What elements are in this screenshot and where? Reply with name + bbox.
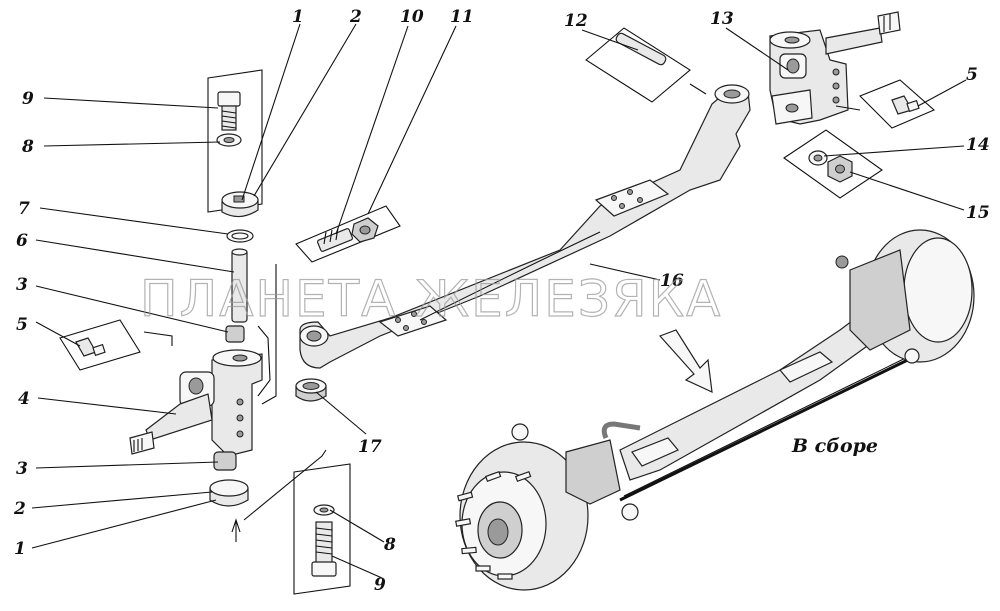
callout-2-top: 2 xyxy=(349,7,362,27)
callout-2-lower: 2 xyxy=(13,499,26,519)
callout-11: 11 xyxy=(450,7,474,27)
assembly-caption: В сборе xyxy=(791,435,878,457)
grease-fitting-left xyxy=(75,337,106,357)
top-fastener-frame xyxy=(207,69,263,213)
axle-bushing xyxy=(295,378,327,402)
callout-1-lower: 1 xyxy=(14,539,26,559)
assembly-arrow xyxy=(658,329,713,393)
callout-10: 10 xyxy=(400,7,424,27)
callout-6: 6 xyxy=(16,231,28,251)
callout-5-left: 5 xyxy=(16,315,28,335)
callout-1-top: 1 xyxy=(292,7,304,27)
assembled-axle xyxy=(455,229,975,591)
callout-3-lower: 3 xyxy=(16,459,28,479)
washer-nut-right-group xyxy=(783,129,883,199)
callout-15: 15 xyxy=(966,203,990,223)
leader-arrow-5-left xyxy=(143,331,173,346)
callout-13: 13 xyxy=(710,9,734,29)
callout-5-right: 5 xyxy=(966,65,978,85)
pin-frame-group xyxy=(585,27,707,103)
stud xyxy=(316,228,354,252)
bushing-upper xyxy=(225,325,245,343)
callout-9-top: 9 xyxy=(22,89,34,109)
callout-8-top: 8 xyxy=(21,137,34,157)
cap-lower xyxy=(209,479,249,507)
steering-knuckle xyxy=(129,349,263,457)
callout-4: 4 xyxy=(18,389,30,409)
knuckle-parts-group xyxy=(59,69,327,542)
stud-nut-group xyxy=(261,205,401,405)
callout-8-bottom: 8 xyxy=(383,535,396,555)
cap-top xyxy=(221,191,259,218)
front-axle-beam xyxy=(299,84,751,369)
o-ring xyxy=(226,229,254,243)
callout-16: 16 xyxy=(660,271,684,291)
wheel-studs xyxy=(455,470,532,580)
bottom-fastener-group xyxy=(293,463,351,595)
grease-fitting-frame-left xyxy=(59,319,141,371)
callout-3-upper: 3 xyxy=(16,275,28,295)
bushing-lower xyxy=(213,451,237,471)
pin-12 xyxy=(615,32,667,66)
leader-lines xyxy=(31,23,967,579)
right-steering-knuckle xyxy=(769,11,901,125)
callout-17: 17 xyxy=(358,437,382,457)
callout-12: 12 xyxy=(564,11,588,31)
watermark-text: ПЛАНЕТА ЖЕЛЕЗЯКА xyxy=(140,270,722,328)
callout-14: 14 xyxy=(966,135,990,155)
callout-9-bottom: 9 xyxy=(374,575,386,595)
bolt-top xyxy=(217,91,241,131)
callout-labels: 9 8 7 6 3 5 4 3 2 1 1 2 10 11 12 13 5 14… xyxy=(13,7,990,595)
callout-7: 7 xyxy=(18,199,30,219)
grease-fitting-right-group xyxy=(835,79,936,129)
